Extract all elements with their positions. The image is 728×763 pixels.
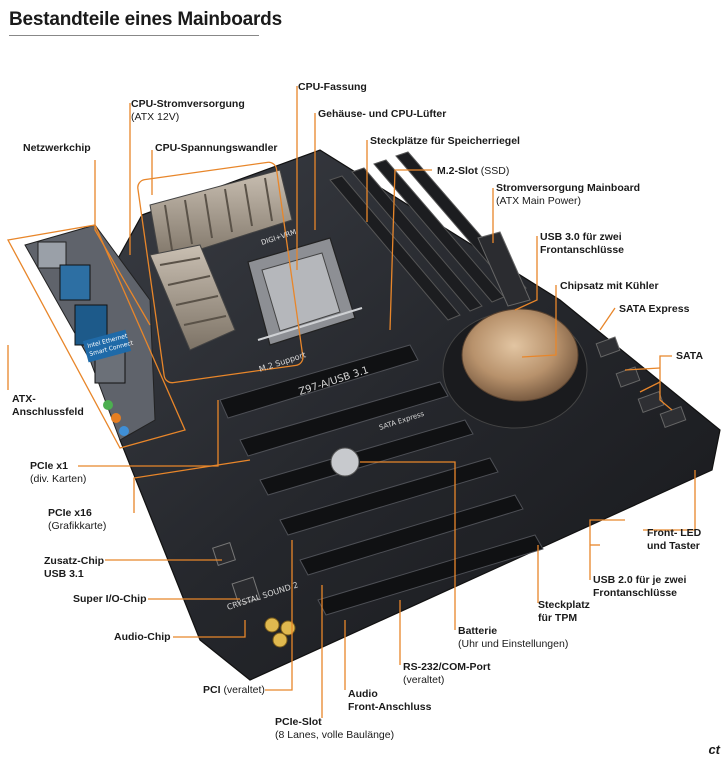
label-cpu-spannungswandler: CPU-Spannungswandler xyxy=(155,142,278,154)
audio-jack xyxy=(119,426,129,436)
label-audio-chip: Audio-Chip xyxy=(114,631,171,643)
leader-lines xyxy=(7,86,696,718)
pcie-slots xyxy=(219,344,544,616)
label-chipsatz: Chipsatz mit Kühler xyxy=(560,280,659,292)
io-port xyxy=(59,264,91,301)
label-steckplaetze-speicher: Steckplätze für Speicherriegel xyxy=(370,135,520,147)
label-gehaeuse-luefter: Gehäuse- und CPU-Lüfter xyxy=(318,108,447,120)
intel-ethernet-chip xyxy=(82,329,132,363)
ct-logo: ct xyxy=(708,742,720,757)
audio-jack xyxy=(103,400,113,410)
vrm-heatsink xyxy=(149,169,293,263)
label-cpu-stromversorgung: CPU-Stromversorgung(ATX 12V) xyxy=(131,98,245,123)
label-batterie: Batterie(Uhr und Einstellungen) xyxy=(458,625,569,650)
label-m2-slot: M.2-Slot (SSD) xyxy=(437,165,510,177)
vrm-heatsink-left xyxy=(149,244,236,351)
heatsink-fins xyxy=(159,257,227,326)
label-pcie-slot: PCIe-Slot(8 Lanes, volle Baulänge) xyxy=(275,716,395,741)
super-io-chip xyxy=(231,576,261,606)
label-stromversorgung-mainboard: Stromversorgung Mainboard(ATX Main Power… xyxy=(496,182,641,207)
heatsink-fins xyxy=(164,177,273,251)
io-port xyxy=(37,241,67,269)
cmos-battery xyxy=(330,447,360,477)
label-pcie-x1: PCIe x1(div. Karten) xyxy=(30,460,87,485)
label-sata: SATA xyxy=(676,350,704,362)
label-atx-anschlussfeld: ATX-Anschlussfeld xyxy=(12,393,84,418)
cpu-socket-pins xyxy=(261,252,341,332)
highlight-frame-atx xyxy=(6,224,186,449)
audio-jack xyxy=(111,413,121,423)
title-divider xyxy=(9,35,259,36)
highlight-frame-vrm xyxy=(137,161,304,384)
audio-capacitors xyxy=(264,617,296,648)
label-pci: PCI (veraltet) xyxy=(203,684,265,696)
label-pcie-x16: PCIe x16(Grafikkarte) xyxy=(48,507,107,532)
label-rs232: RS-232/COM-Port(veraltet) xyxy=(403,661,491,686)
label-netzwerkchip: Netzwerkchip xyxy=(23,142,91,154)
page-title: Bestandteile eines Mainboards xyxy=(9,9,282,30)
label-cpu-fassung: CPU-Fassung xyxy=(298,81,367,93)
chipset-cooler xyxy=(461,308,579,402)
label-super-io: Super I/O-Chip xyxy=(73,593,147,605)
label-sata-express: SATA Express xyxy=(619,303,690,315)
sata-ports xyxy=(595,336,687,428)
